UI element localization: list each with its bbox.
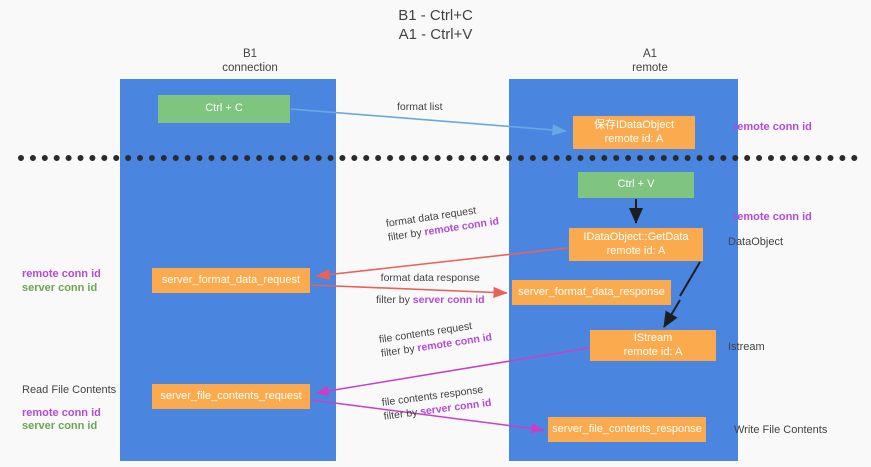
node-sfcresp-label: server_file_contents_response [552, 422, 702, 435]
node-istream-line1: IStream [633, 332, 673, 344]
edge-label-format-list-text: format list [397, 101, 443, 113]
annotation-remote-conn-id-mid-text: remote conn id [733, 211, 812, 223]
annotation-left-conn-ids-2: Read File Contents remote conn id server… [22, 384, 116, 434]
node-server-file-contents-request[interactable]: server_file_contents_request [152, 384, 310, 409]
edge-label-file-contents-request: file contents request filter by remote c… [378, 316, 493, 360]
title-line-1: B1 - Ctrl+C [398, 7, 473, 24]
edge-label-fcresp-filter-prefix: filter by [382, 406, 421, 423]
node-ctrl-v[interactable]: Ctrl + V [578, 172, 694, 198]
annotation-dataobject-text: DataObject [728, 236, 784, 248]
edge-label-file-contents-response: file contents response filter by server … [381, 382, 492, 424]
node-idataobject-line1: 保存IDataObject [593, 119, 675, 131]
annotation-left-server-conn-id-2: server conn id [22, 420, 98, 432]
edge-label-format-list: format list [397, 100, 443, 114]
edge-label-format-data-request: format data request filter by remote con… [385, 200, 500, 244]
annotation-remote-conn-id-mid: remote conn id [733, 211, 812, 225]
node-server-format-data-response[interactable]: server_format_data_response [512, 280, 671, 305]
edge-label-fdresp-filter: filter by server conn id [376, 293, 485, 307]
annotation-write-file-contents: Write File Contents [734, 424, 827, 438]
phase-divider [18, 155, 858, 161]
lane-header-a1-sub: remote [632, 62, 668, 74]
node-getdata-line1: IDataObject::GetData [583, 231, 689, 243]
node-idataobject-line2: remote id: A [604, 132, 664, 145]
node-getdata-line2: remote id: A [606, 244, 666, 257]
edge-label-fcreq-filter-prefix: filter by [380, 342, 419, 360]
node-idataobject[interactable]: 保存IDataObject remote id: A [573, 116, 695, 149]
node-istream[interactable]: IStream remote id: A [590, 330, 716, 361]
edge-label-fdresp-text: format data response [380, 272, 480, 284]
node-ctrl-v-label: Ctrl + V [617, 178, 655, 191]
annotation-write-file-contents-text: Write File Contents [734, 424, 828, 436]
annotation-istream-text: Istream [728, 341, 765, 353]
lane-header-b1: B1 connection [140, 47, 360, 75]
node-istream-line2: remote id: A [623, 345, 683, 358]
lane-header-a1-name: A1 [642, 48, 658, 60]
edge-label-fdreq-filter-prefix: filter by [387, 226, 426, 244]
lane-header-b1-sub: connection [222, 62, 278, 74]
lane-header-b1-name: B1 [242, 48, 258, 60]
annotation-left-server-conn-id-1: server conn id [22, 281, 98, 294]
annotation-read-file-contents: Read File Contents [22, 384, 117, 396]
edge-label-fdresp-filter-prefix: filter by [376, 294, 413, 306]
title-line-2: A1 - Ctrl+V [398, 26, 473, 43]
page-title: B1 - Ctrl+C A1 - Ctrl+V [0, 6, 871, 44]
node-sfdresp-label: server_format_data_response [518, 285, 665, 298]
annotation-remote-conn-id-top: remote conn id [733, 121, 812, 135]
node-ctrl-c[interactable]: Ctrl + C [158, 95, 290, 123]
node-ctrl-c-label: Ctrl + C [205, 102, 243, 115]
node-sfcreq-label: server_file_contents_request [160, 389, 302, 402]
annotation-remote-conn-id-top-text: remote conn id [733, 121, 812, 133]
node-idataobject-getdata[interactable]: IDataObject::GetData remote id: A [569, 228, 703, 261]
annotation-left-conn-ids-1: remote conn id server conn id [22, 268, 101, 295]
node-server-file-contents-response[interactable]: server_file_contents_response [548, 417, 706, 442]
annotation-dataobject: DataObject [728, 236, 783, 250]
lane-header-a1: A1 remote [540, 47, 760, 75]
edge-label-format-data-response: format data response filter by server co… [376, 271, 485, 307]
node-sfdreq-label: server_format_data_request [161, 273, 301, 286]
edge-label-fdresp-filter-key: server conn id [412, 294, 485, 306]
annotation-istream: Istream [728, 341, 765, 355]
annotation-left-remote-conn-id-1: remote conn id [22, 268, 101, 280]
annotation-left-remote-conn-id-2: remote conn id [22, 406, 101, 419]
node-server-format-data-request[interactable]: server_format_data_request [152, 268, 310, 293]
